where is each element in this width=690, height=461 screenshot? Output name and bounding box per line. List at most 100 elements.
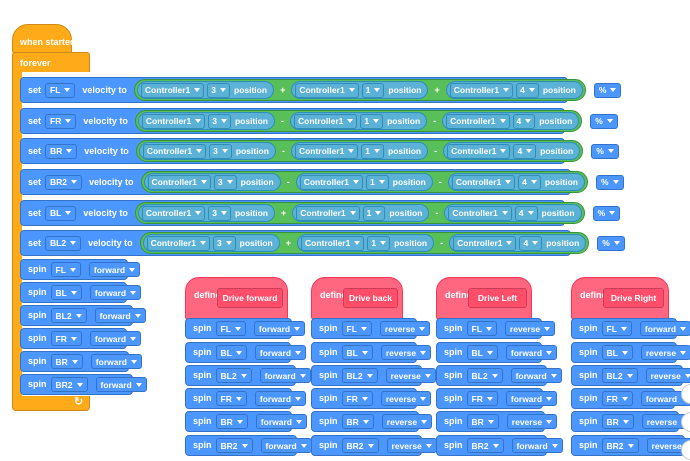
controller-dropdown[interactable]: Controller1 [301, 235, 365, 251]
motor-dropdown[interactable]: BR [50, 354, 83, 369]
direction-dropdown[interactable]: forward [505, 391, 558, 406]
axis-dropdown[interactable]: 4 [516, 82, 539, 98]
axis-dropdown[interactable]: 3 [207, 82, 230, 98]
motor-dropdown[interactable]: BL [50, 285, 82, 300]
axis-dropdown[interactable]: 3 [208, 113, 231, 129]
motor-dropdown[interactable]: FR [466, 391, 498, 406]
procedure-name[interactable]: Drive forward [217, 288, 283, 308]
motor-dropdown[interactable]: FL [601, 321, 632, 336]
motor-dropdown[interactable]: BR2 [341, 438, 379, 453]
direction-dropdown[interactable]: forward [254, 391, 307, 406]
direction-dropdown[interactable]: forward [90, 354, 142, 369]
unit-dropdown[interactable]: % [592, 205, 621, 221]
direction-dropdown[interactable]: forward [260, 438, 312, 453]
zoom-out-button[interactable] [681, 412, 690, 432]
motor-dropdown[interactable]: BL [45, 205, 77, 221]
when-started-hat-block[interactable]: when started [12, 24, 76, 54]
motor-dropdown[interactable]: FR [215, 391, 247, 406]
motor-dropdown[interactable]: BR [466, 414, 499, 429]
direction-dropdown[interactable]: reverse [380, 391, 432, 406]
motor-dropdown[interactable]: FR [50, 331, 82, 346]
motor-dropdown[interactable]: FR [601, 391, 633, 406]
unit-dropdown[interactable]: % [590, 113, 618, 129]
axis-dropdown[interactable]: 4 [513, 143, 537, 159]
direction-dropdown[interactable]: forward [88, 262, 141, 277]
motor-dropdown[interactable]: BL [466, 345, 498, 360]
axis-dropdown[interactable]: 4 [514, 205, 538, 221]
controller-dropdown[interactable]: Controller1 [294, 143, 359, 159]
motor-dropdown[interactable]: BR [45, 143, 78, 159]
motor-dropdown[interactable]: FL [45, 82, 76, 98]
motor-dropdown[interactable]: FR [45, 113, 77, 129]
axis-dropdown[interactable]: 3 [209, 143, 232, 159]
procedure-name[interactable]: Drive back [343, 288, 398, 308]
motor-dropdown[interactable]: BL2 [45, 235, 82, 251]
motor-dropdown[interactable]: FL [50, 262, 81, 277]
direction-dropdown[interactable]: reverse [506, 414, 558, 429]
motor-dropdown[interactable]: BR2 [50, 377, 88, 392]
controller-dropdown[interactable]: Controller1 [449, 82, 514, 98]
controller-dropdown[interactable]: Controller1 [299, 174, 364, 190]
procedure-name[interactable]: Drive Left [468, 288, 527, 308]
axis-dropdown[interactable]: 1 [367, 235, 391, 251]
direction-dropdown[interactable]: reverse [380, 345, 432, 360]
procedure-name[interactable]: Drive Right [603, 288, 664, 308]
motor-dropdown[interactable]: BR2 [601, 438, 639, 453]
direction-dropdown[interactable]: forward [94, 308, 146, 323]
controller-dropdown[interactable]: Controller1 [141, 113, 206, 129]
motor-dropdown[interactable]: BR2 [466, 438, 504, 453]
motor-dropdown[interactable]: BL [215, 345, 247, 360]
forever-block[interactable]: forever [12, 52, 90, 72]
controller-dropdown[interactable]: Controller1 [147, 174, 211, 190]
unit-dropdown[interactable]: % [593, 82, 622, 98]
motor-dropdown[interactable]: BL2 [50, 308, 87, 323]
controller-dropdown[interactable]: Controller1 [453, 235, 517, 251]
axis-dropdown[interactable]: 3 [208, 205, 231, 221]
axis-dropdown[interactable]: 1 [366, 174, 389, 190]
motor-dropdown[interactable]: BR [601, 414, 634, 429]
motor-dropdown[interactable]: BL2 [466, 368, 503, 383]
direction-dropdown[interactable]: reverse [379, 321, 431, 336]
unit-dropdown[interactable]: % [597, 235, 625, 251]
